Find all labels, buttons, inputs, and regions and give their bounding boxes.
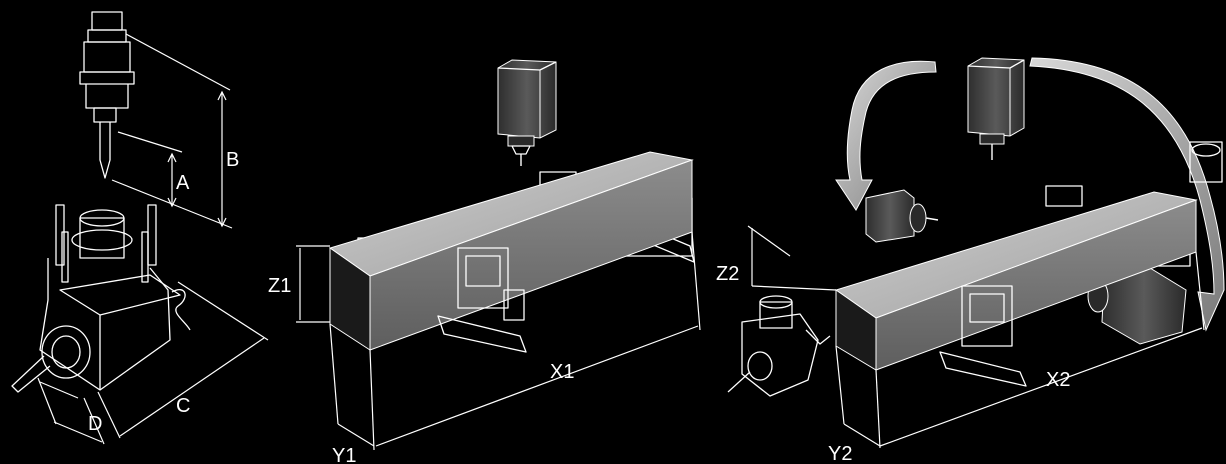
tool-holder-illustration: A B C D: [11, 11, 269, 445]
label-z1: Z1: [268, 275, 291, 297]
dimension-b: [125, 33, 233, 229]
fixture-clamp-icon: [939, 285, 1027, 387]
dimension-a: [111, 131, 183, 209]
label-b: B: [226, 149, 239, 171]
spindle-head-icon: [967, 57, 1025, 160]
dimension-z1: [296, 245, 330, 323]
beam-setup-2: Z2 X2 Y2: [716, 57, 1225, 464]
dimension-y1: [329, 323, 375, 447]
spindle-head-icon: [865, 189, 939, 243]
label-x1: X1: [550, 361, 574, 383]
curved-arrow-icon: [1029, 57, 1225, 332]
dimension-x2: [875, 251, 1205, 449]
angle-head-icon: [11, 204, 191, 393]
dimension-d: [37, 377, 105, 445]
label-c: C: [176, 395, 190, 417]
curved-arrow-icon: [835, 60, 937, 211]
spindle-head-icon: [497, 59, 557, 166]
label-z2: Z2: [716, 263, 739, 285]
label-d: D: [88, 413, 102, 435]
label-a: A: [176, 172, 190, 194]
beam-x1: [328, 151, 694, 351]
tool-holder-icon: [1189, 141, 1223, 183]
label-y1: Y1: [332, 445, 356, 464]
dimension-z2: [747, 225, 837, 291]
dimension-c: [97, 281, 269, 439]
beam-x2: [834, 191, 1198, 371]
label-y2: Y2: [828, 443, 852, 464]
dimension-y2: [835, 345, 881, 447]
beam-setup-1: Z1 X1 Y1: [268, 59, 701, 464]
dimension-x1: [369, 231, 701, 451]
label-x2: X2: [1046, 369, 1070, 391]
angle-head-icon: [727, 295, 831, 397]
tool-holder-icon: [79, 11, 135, 179]
fixture-clamp-icon: [437, 247, 527, 353]
